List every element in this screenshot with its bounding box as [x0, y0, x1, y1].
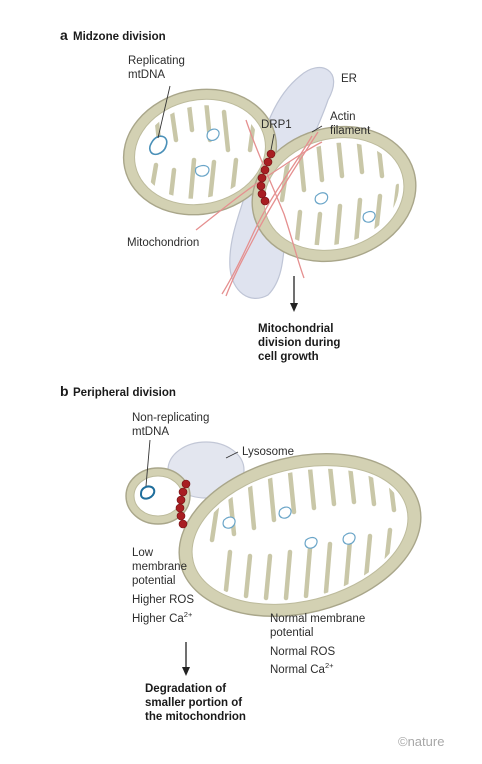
right-state-ca-sup: 2+ — [325, 661, 334, 670]
mtdna-b1 — [222, 516, 236, 529]
mtdna-b4 — [342, 532, 356, 545]
outcome-b-line-1: Degradation of — [145, 683, 226, 695]
left-state-ca: Higher Ca2+ — [132, 610, 193, 625]
drp1-ring — [256, 149, 276, 206]
right-state-ca-main: Normal Ca — [270, 664, 326, 676]
outcome-a-line-3: cell growth — [258, 351, 319, 363]
mtdna-b3 — [304, 536, 318, 549]
label-drp1: DRP1 — [261, 119, 292, 131]
right-state-ca: Normal Ca2+ — [270, 661, 334, 676]
drp1-ring-b — [175, 479, 191, 529]
right-state-ros: Normal ROS — [270, 646, 336, 658]
outcome-a-line-2: division during — [258, 337, 340, 349]
mtdna-a1 — [206, 128, 220, 142]
mtdna-nonreplicating — [139, 485, 156, 500]
mtdna-a2 — [194, 164, 210, 177]
mtdna-b2 — [278, 506, 292, 519]
nature-watermark: ©nature — [398, 734, 444, 749]
outcome-a-line-1: Mitochondrial — [258, 323, 333, 335]
panel-b-title: Peripheral division — [73, 387, 176, 399]
panel-a-title: Midzone division — [73, 31, 166, 43]
left-state-line-2: membrane — [132, 561, 187, 573]
mitochondrion-lobe-right — [251, 125, 417, 263]
panel-b-letter: b — [60, 383, 69, 399]
panel-b: b Peripheral division — [60, 383, 422, 723]
left-state-line-3: potential — [132, 575, 175, 587]
label-nonrep-1: Non-replicating — [132, 412, 209, 424]
arrow-a-icon — [290, 276, 298, 312]
leader-lines-a — [157, 85, 323, 151]
panel-a-letter: a — [60, 27, 68, 43]
leader-lines-b — [145, 439, 239, 487]
label-actin-1: Actin — [330, 111, 356, 123]
left-state-ca-main: Higher Ca — [132, 613, 184, 625]
label-actin-2: filament — [330, 125, 371, 137]
outcome-b-line-2: smaller portion of — [145, 697, 242, 709]
right-state-line-2: potential — [270, 627, 313, 639]
label-nonrep-2: mtDNA — [132, 426, 169, 438]
left-state-ca-sup: 2+ — [184, 610, 193, 619]
arrow-b-icon — [182, 642, 190, 676]
label-mitochondrion: Mitochondrion — [127, 237, 199, 249]
label-replicating-1: Replicating — [128, 55, 185, 67]
right-state-line-1: Normal membrane — [270, 613, 365, 625]
mtdna-replicating — [148, 135, 168, 156]
mtdna-a4 — [362, 210, 376, 223]
panel-a: a Midzone division — [60, 27, 417, 363]
mtdna-a3 — [314, 192, 329, 205]
label-lysosome: Lysosome — [242, 446, 294, 458]
left-state-ros: Higher ROS — [132, 594, 194, 606]
label-er: ER — [341, 73, 357, 85]
label-replicating-2: mtDNA — [128, 69, 165, 81]
actin-filaments — [195, 119, 323, 297]
left-state-line-1: Low — [132, 547, 154, 559]
mitochondrion-main-b — [178, 452, 422, 618]
outcome-b-line-3: the mitochondrion — [145, 711, 246, 723]
